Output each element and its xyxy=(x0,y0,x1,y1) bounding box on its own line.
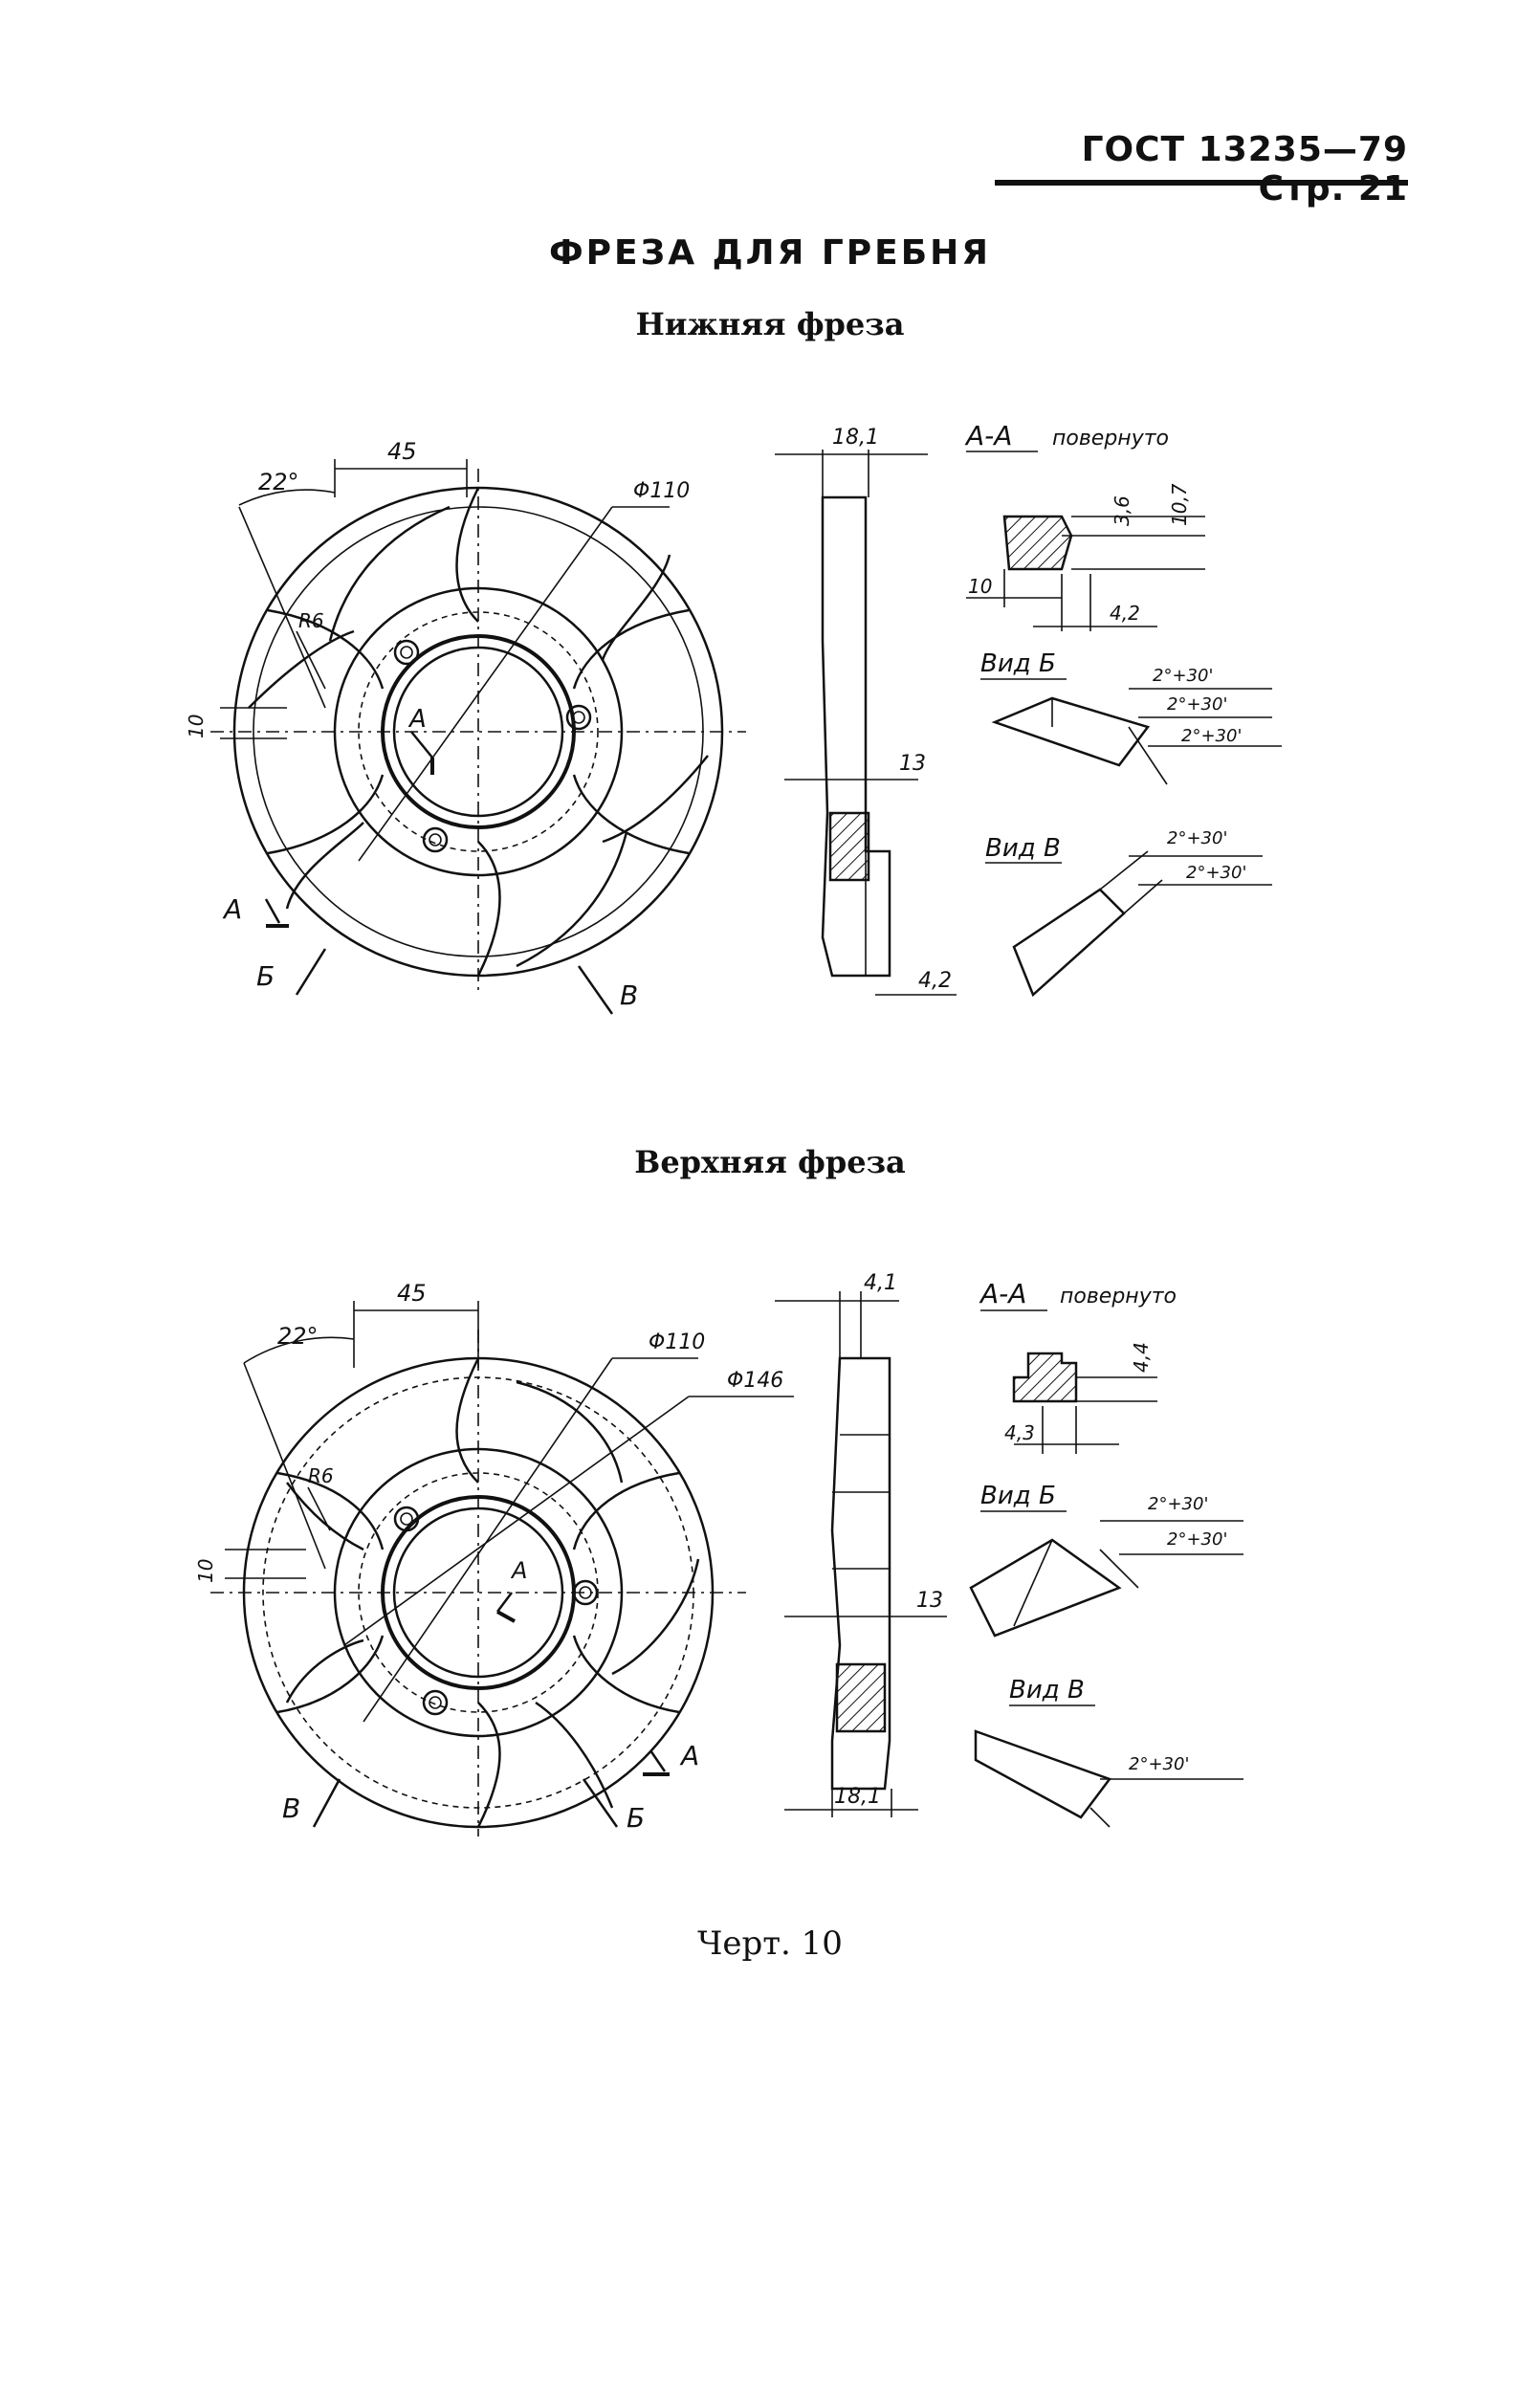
view-v-title: Вид В xyxy=(1009,1676,1085,1704)
dim-width-label: 45 xyxy=(397,1280,427,1307)
view-b-a2: 2°+30' xyxy=(1167,1529,1227,1550)
arrow-a-label: А xyxy=(222,893,242,925)
arrow-v-label: В xyxy=(620,979,638,1011)
arrow-b-label: Б xyxy=(627,1802,645,1834)
dim-bore-label: 13 xyxy=(916,1589,943,1613)
dim-offset-label: 10 xyxy=(185,715,208,738)
section-h1: 4,4 xyxy=(1130,1342,1153,1373)
view-v-a2: 2°+30' xyxy=(1186,863,1246,883)
view-b-a2: 2°+30' xyxy=(1167,694,1227,715)
upper-cutter-title: Верхняя фреза xyxy=(634,1144,906,1180)
lower-view-b: Вид Б 2°+30' 2°+30' 2°+30' xyxy=(980,649,1282,785)
view-b-title: Вид Б xyxy=(980,649,1056,678)
dim-diameter-label: Φ110 xyxy=(633,479,690,503)
dim-bore-label: 13 xyxy=(899,752,926,776)
section-note: повернуто xyxy=(1052,427,1169,451)
view-v-title: Вид В xyxy=(985,834,1061,863)
section-note: повернуто xyxy=(1060,1285,1177,1308)
view-b-a1: 2°+30' xyxy=(1148,1494,1208,1514)
section-mark-label: А xyxy=(407,705,427,734)
lower-section-a: А-А повернуто 3,6 10,7 10 4,2 xyxy=(964,420,1205,631)
lower-cutter-title: Нижняя фреза xyxy=(635,306,905,342)
lower-view-v: Вид В 2°+30' 2°+30' xyxy=(985,828,1272,998)
upper-cutter-drawing: А 45 22° R6 10 Φ110 Φ146 А В Б 4,1 13 xyxy=(194,1271,1243,1836)
screw-icon xyxy=(393,1506,599,1716)
dim-thickness-top-label: 4,1 xyxy=(864,1271,897,1295)
document-header: ГОСТ 13235—79 Стр. 21 xyxy=(1081,130,1408,209)
dim-width-label: 45 xyxy=(387,438,417,465)
section-title: А-А xyxy=(964,420,1012,451)
lower-side-view: 18,1 13 4,2 xyxy=(775,426,957,996)
dim-outer-diameter-label: Φ146 xyxy=(727,1369,783,1393)
figure-caption: Черт. 10 xyxy=(697,1924,843,1963)
section-h1: 3,6 xyxy=(1111,495,1133,526)
upper-view-v: Вид В 2°+30' xyxy=(974,1676,1243,1828)
dim-angle-label: 22° xyxy=(258,469,299,495)
section-title: А-А xyxy=(979,1278,1026,1309)
upper-front-view: А 45 22° R6 10 Φ110 Φ146 А В Б xyxy=(194,1280,794,1836)
page-title: ФРЕЗА ДЛЯ ГРЕБНЯ xyxy=(548,233,992,273)
section-w1: 4,3 xyxy=(1004,1421,1035,1444)
upper-view-b: Вид Б 2°+30' 2°+30' xyxy=(969,1482,1243,1638)
section-w1: 10 xyxy=(968,575,992,598)
section-w2: 4,2 xyxy=(1110,602,1140,625)
view-b-a1: 2°+30' xyxy=(1153,666,1213,686)
section-mark-label: А xyxy=(510,1557,527,1584)
view-b-title: Вид Б xyxy=(980,1482,1056,1510)
dim-offset-label: 10 xyxy=(194,1559,217,1583)
dim-diameter-label: Φ110 xyxy=(649,1330,705,1354)
screw-icon xyxy=(393,639,592,853)
view-v-a1: 2°+30' xyxy=(1129,1754,1189,1774)
dim-thickness-label: 18,1 xyxy=(834,1785,881,1809)
header-rule xyxy=(995,180,1408,186)
view-b-a3: 2°+30' xyxy=(1181,726,1242,746)
view-v-a1: 2°+30' xyxy=(1167,828,1227,848)
lower-front-view: А 45 22° R6 10 Φ110 А Б В xyxy=(185,438,746,1015)
arrow-v-label: В xyxy=(282,1792,300,1824)
arrow-a-label: А xyxy=(679,1740,699,1771)
arrow-b-label: Б xyxy=(256,960,275,992)
upper-section-a: А-А повернуто 4,4 4,3 xyxy=(979,1278,1177,1454)
upper-side-view: 4,1 13 18,1 xyxy=(775,1271,947,1817)
lower-cutter-drawing: А 45 22° R6 10 Φ110 А Б В 18,1 xyxy=(185,420,1282,1015)
section-h2: 10,7 xyxy=(1168,483,1191,526)
dim-angle-label: 22° xyxy=(277,1323,319,1350)
dim-step-label: 4,2 xyxy=(918,969,952,993)
dim-thickness-label: 18,1 xyxy=(832,426,879,450)
dim-radius-label: R6 xyxy=(308,1464,334,1487)
dim-radius-label: R6 xyxy=(298,609,324,632)
